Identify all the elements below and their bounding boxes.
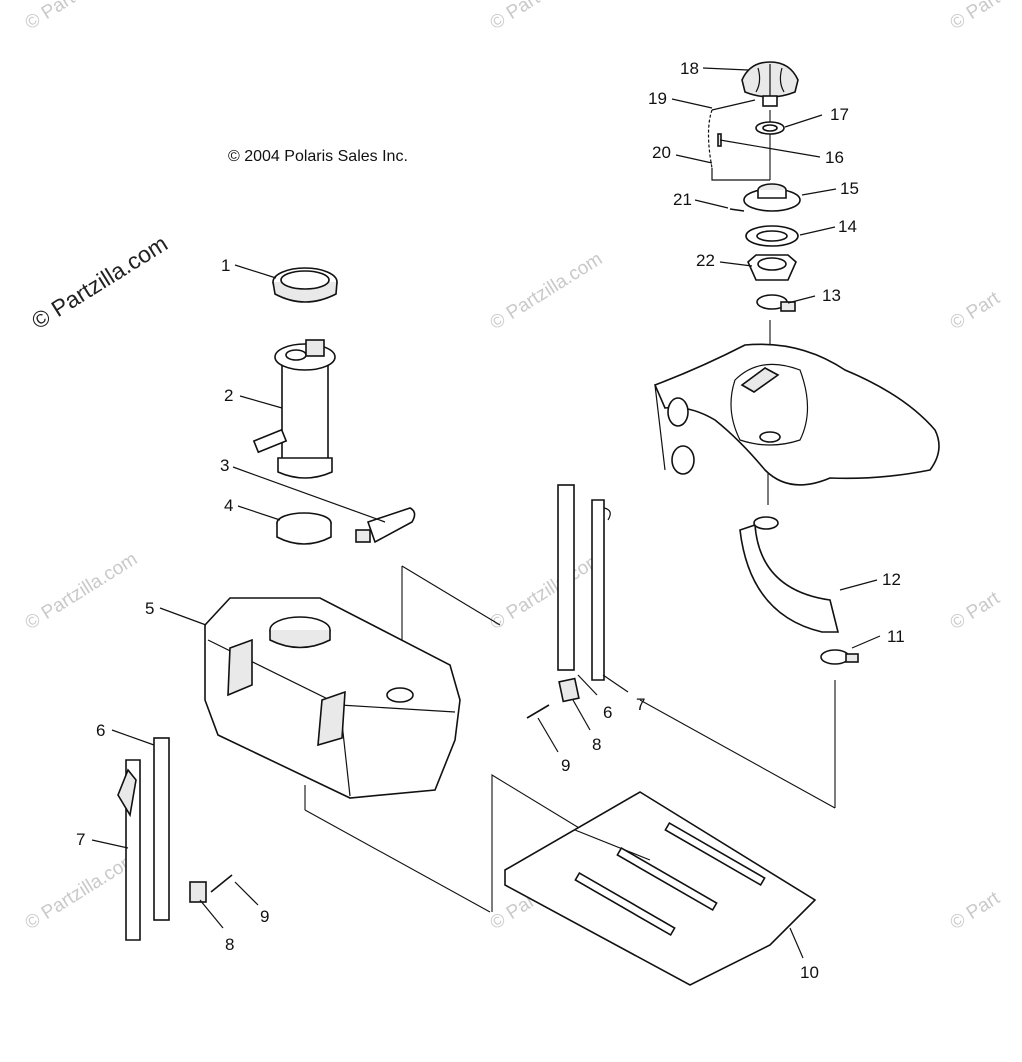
callout-22: 22 <box>696 251 715 270</box>
vehicle-fender-part <box>653 343 940 486</box>
callout-16: 16 <box>825 148 844 167</box>
cap-seal-part <box>755 121 785 135</box>
callout-20: 20 <box>652 143 671 162</box>
callout-4: 4 <box>224 496 233 515</box>
watermark: © Part <box>947 287 1005 334</box>
watermark: © Partzilla.com <box>487 249 607 335</box>
copyright-text: © 2004 Polaris Sales Inc. <box>228 148 408 165</box>
callout-12: 12 <box>882 570 901 589</box>
filler-gasket-part <box>745 225 799 247</box>
callout-17: 17 <box>830 105 849 124</box>
filler-neck-part <box>747 254 797 281</box>
callout-3: 3 <box>220 456 229 475</box>
callout-11: 11 <box>887 627 905 646</box>
callout-15: 15 <box>840 179 859 198</box>
watermark: © Part <box>487 0 545 34</box>
callout-7-left: 7 <box>76 830 85 849</box>
callout-5: 5 <box>145 599 154 618</box>
callout-2: 2 <box>224 386 233 405</box>
callout-6-right: 6 <box>603 703 612 722</box>
lock-ring-part <box>272 267 338 303</box>
tank-strap-right-part <box>557 484 611 681</box>
watermark: © Partzilla.com <box>22 849 142 935</box>
hose-clamp-upper-part <box>756 294 796 312</box>
watermark: © Part <box>22 0 80 34</box>
screw-small-part <box>729 208 745 212</box>
callout-10: 10 <box>800 963 819 982</box>
callout-8-right: 8 <box>592 735 601 754</box>
callout-7-right: 7 <box>636 695 645 714</box>
callout-1: 1 <box>221 256 230 275</box>
watermark: © Part <box>947 0 1005 34</box>
callout-8-left: 8 <box>225 935 234 954</box>
callout-21: 21 <box>673 190 692 209</box>
watermark: © Partzilla.com <box>22 549 142 635</box>
fuel-tank-part <box>204 597 461 799</box>
skid-plate-part <box>504 791 817 986</box>
watermark: © Part <box>947 887 1005 934</box>
fuel-pump-part <box>252 339 336 479</box>
callout-13: 13 <box>822 286 841 305</box>
watermark: © Partzilla.com <box>487 549 607 635</box>
callout-labels: 1 2 3 4 5 6 7 6 7 8 9 8 9 10 11 12 13 14… <box>76 59 905 982</box>
callout-14: 14 <box>838 217 857 236</box>
clip-screw-part <box>189 677 580 903</box>
callout-9-left: 9 <box>260 907 269 926</box>
callout-9-right: 9 <box>561 756 570 775</box>
callout-19: 19 <box>648 89 667 108</box>
cap-tether-part <box>707 99 770 181</box>
tank-strap-left-part <box>117 737 170 941</box>
fuel-cap-part <box>741 61 799 107</box>
watermark-main: © Partzilla.com <box>27 230 172 334</box>
fuel-pump-bracket-part <box>355 507 416 544</box>
filler-hose-part <box>739 516 840 633</box>
callout-18: 18 <box>680 59 699 78</box>
hose-clamp-lower-part <box>820 649 859 665</box>
filler-adapter-part <box>743 183 801 212</box>
leader-lines <box>91 67 881 959</box>
watermark: © Part <box>947 587 1005 634</box>
callout-6-left: 6 <box>96 721 105 740</box>
gasket-ring-part <box>276 512 332 545</box>
